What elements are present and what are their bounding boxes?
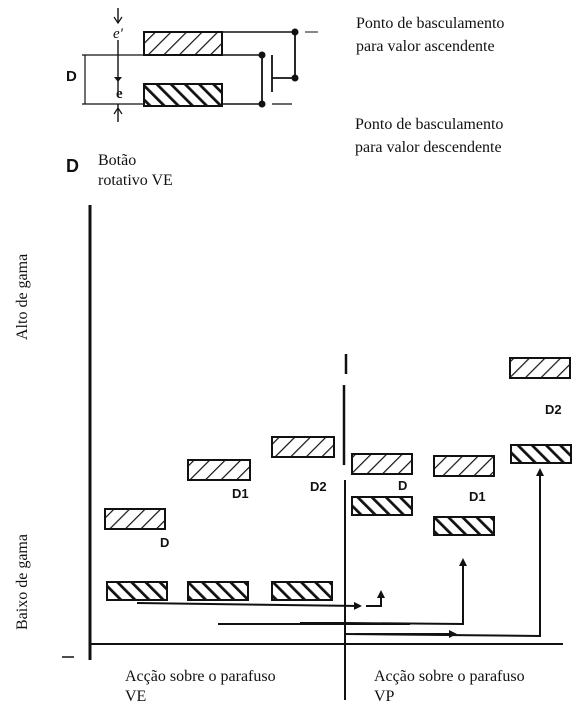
bar-vp-d2-ascending — [509, 357, 571, 379]
low-range-label: Baixo de gama — [14, 534, 31, 630]
footer-right-line1: Acção sobre o parafuso — [374, 668, 525, 685]
arrow-ve-to-d — [136, 601, 362, 610]
action-arrows — [136, 468, 544, 638]
bar-ve-d1-descending — [187, 581, 249, 601]
footer-right-line2: VP — [374, 688, 395, 705]
ascending-text-line2: para valor ascendente — [356, 38, 495, 55]
stage-label-d1-right: D1 — [469, 489, 486, 504]
descending-text-line2: para valor descendente — [355, 139, 502, 156]
stage-label-d2-right: D2 — [545, 402, 562, 417]
e-prime-label: e' — [113, 26, 123, 42]
ascending-text-line1: Ponto de basculamento — [356, 15, 505, 32]
legend-descending-bar — [143, 83, 223, 107]
bar-vp-d-descending — [351, 496, 413, 516]
legend-diagram — [82, 8, 318, 122]
bar-ve-d2-descending — [271, 581, 333, 601]
stage-label-d1-left: D1 — [232, 486, 249, 501]
knob-d-label: D — [66, 156, 79, 176]
bar-vp-d1-ascending — [433, 455, 495, 477]
stage-label-d2-left: D2 — [310, 479, 327, 494]
footer-left-line1: Acção sobre o parafuso — [125, 668, 276, 685]
bar-ve-d-ascending — [104, 508, 166, 530]
bar-vp-d-ascending — [351, 453, 413, 475]
e-label: e — [116, 86, 123, 102]
bar-ve-d2-ascending — [271, 436, 335, 458]
bar-vp-d2-descending — [510, 444, 572, 464]
arrow-to-d-small — [366, 590, 385, 607]
arrow-to-d2 — [344, 468, 544, 638]
bar-vp-d1-descending — [433, 516, 495, 536]
stage-label-d-left: D — [160, 535, 170, 550]
d-legend-label: D — [66, 68, 77, 85]
bar-ve-d1-ascending — [187, 459, 251, 481]
high-range-label: Alto de gama — [14, 253, 31, 340]
bar-ve-d-descending — [106, 581, 168, 601]
knob-line2: rotativo VE — [98, 172, 173, 189]
descending-text-line1: Ponto de basculamento — [355, 116, 504, 133]
footer-left-line2: VE — [125, 688, 147, 705]
arrow-to-d1 — [344, 558, 467, 626]
legend-ascending-bar — [143, 31, 223, 56]
knob-line1: Botão — [98, 152, 137, 169]
stage-label-d-right: D — [398, 478, 408, 493]
